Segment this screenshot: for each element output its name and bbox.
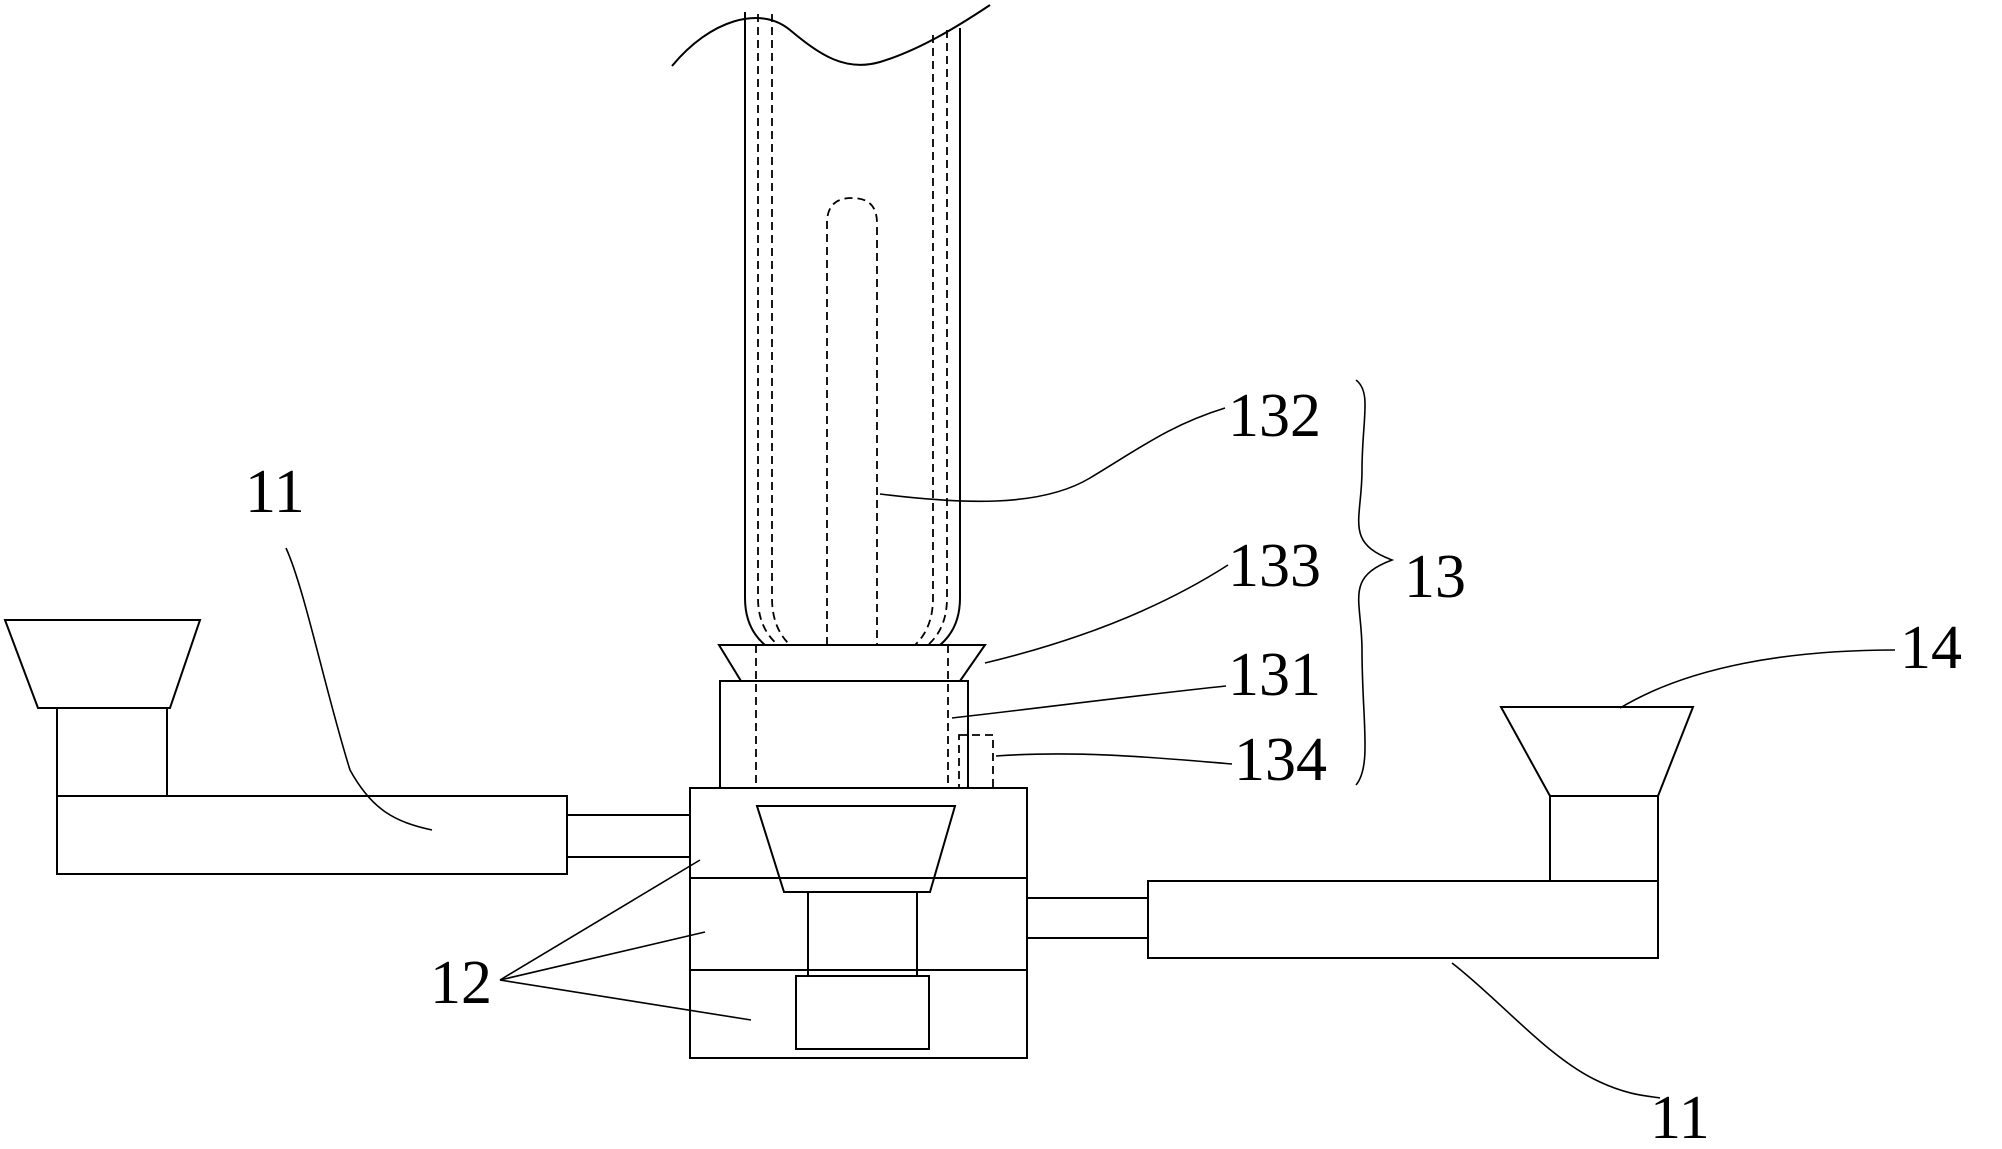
collar: [719, 645, 985, 681]
body-block-bottom: [690, 970, 1027, 1058]
right-connector: [1027, 898, 1148, 938]
label-collar: 133: [1228, 532, 1321, 600]
body-block-top: [690, 788, 1027, 878]
vertical-assembly: [672, 5, 993, 788]
leader-small-part: [996, 754, 1232, 764]
tube-inner-wall-right-1: [928, 30, 947, 645]
inner-base: [796, 976, 929, 1049]
tube-outer-left: [745, 12, 765, 645]
left-hopper: [5, 620, 200, 708]
tube-break-line: [672, 5, 990, 66]
right-pipe: [1148, 881, 1658, 958]
tube-inner-wall-left-2: [772, 14, 790, 645]
label-small-part: 134: [1234, 726, 1327, 794]
left-connector: [567, 815, 690, 857]
leader-lines: [286, 408, 1895, 1098]
assembly-brace: [1356, 380, 1392, 785]
label-body-blocks: 12: [430, 949, 492, 1017]
leader-body-top: [500, 860, 700, 980]
label-right-hopper: 14: [1900, 614, 1962, 682]
leader-sleeve: [952, 686, 1226, 718]
tube-outer-right: [940, 28, 960, 645]
inner-stem: [808, 892, 917, 976]
inner-hopper: [757, 806, 955, 892]
leader-body-middle: [500, 932, 705, 980]
label-assembly: 13: [1404, 543, 1466, 611]
label-sleeve: 131: [1228, 641, 1321, 709]
label-pipe-right: 11: [1650, 1084, 1710, 1149]
leader-wick: [880, 408, 1225, 501]
leader-pipe-left: [286, 548, 432, 830]
leader-pipe-right: [1452, 963, 1660, 1098]
leader-body-bottom: [500, 980, 751, 1020]
left-hopper-neck: [57, 708, 167, 796]
wick: [827, 198, 877, 645]
base-sleeve: [720, 681, 968, 788]
leader-hopper-right: [1620, 650, 1895, 708]
left-feed-assembly: [5, 620, 690, 874]
right-hopper: [1501, 707, 1693, 796]
central-body: [690, 788, 1027, 1058]
leader-collar: [985, 565, 1228, 663]
tube-inner-wall-left-1: [758, 14, 778, 645]
left-pipe: [57, 796, 567, 874]
label-pipe-left: 11: [245, 458, 305, 526]
label-wick: 132: [1228, 382, 1321, 450]
reference-numerals: 11 132 13 133 131 134 14 12 11: [245, 382, 1962, 1149]
tube-inner-wall-right-2: [915, 35, 933, 645]
right-feed-assembly: [1027, 707, 1693, 958]
small-part: [959, 735, 993, 788]
right-hopper-neck: [1550, 796, 1658, 881]
